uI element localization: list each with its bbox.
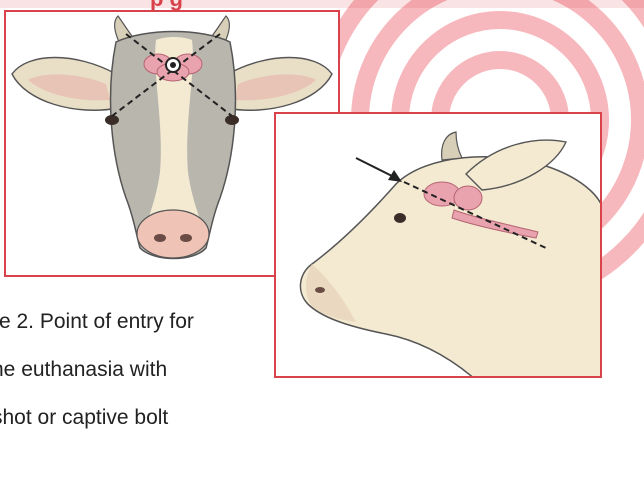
caption-line: ll xyxy=(0,454,262,478)
caption-line: shot or captive bolt xyxy=(0,406,262,430)
caption-line: ne euthanasia with xyxy=(0,358,262,382)
caption-line: re 2. Point of entry for xyxy=(0,310,262,334)
entry-arrow-icon xyxy=(356,158,402,182)
figure-caption: re 2. Point of entry for ne euthanasia w… xyxy=(0,286,262,502)
cow-side-illustration xyxy=(276,114,602,378)
cow-side-view-panel xyxy=(274,112,602,378)
